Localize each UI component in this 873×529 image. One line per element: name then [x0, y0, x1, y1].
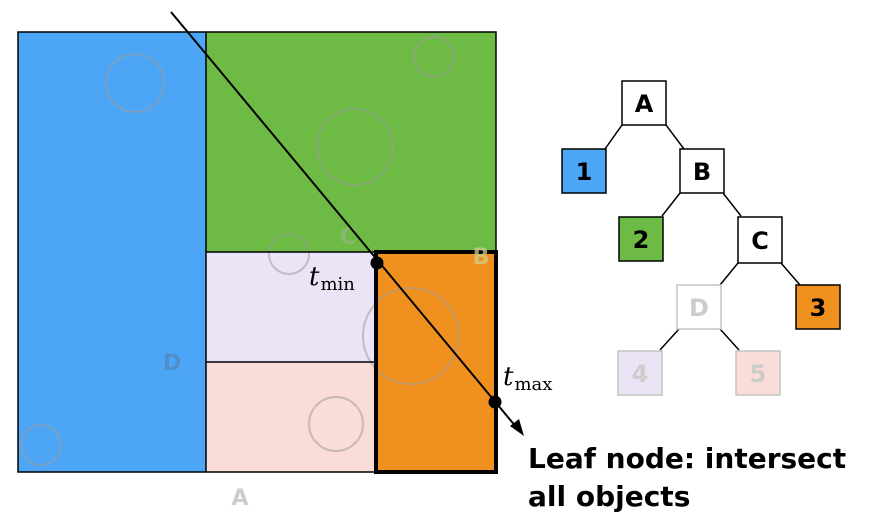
tree-node-3: 3 — [795, 284, 841, 330]
object-circle — [268, 233, 310, 275]
t-max-label: tmax — [503, 362, 552, 395]
tree-node-1-label: 1 — [576, 158, 593, 186]
caption: Leaf node: intersect all objects — [528, 442, 846, 513]
region-label-c: C — [340, 225, 356, 250]
region-3-orange — [376, 252, 496, 472]
caption-line-1: Leaf node: intersect — [528, 442, 846, 475]
tree-node-5: 5 — [735, 350, 781, 396]
tree-node-2-label: 2 — [633, 226, 650, 254]
ray-line — [170, 11, 518, 429]
spatial-partition: A B C D tmin tmax — [17, 11, 552, 511]
tree-node-b: B — [679, 148, 725, 194]
region-1-blue — [18, 32, 206, 472]
ray-arrowhead — [510, 419, 524, 436]
leaf-node-highlight-border — [374, 250, 498, 474]
object-circles — [20, 36, 460, 466]
region-label-a: A — [231, 486, 248, 511]
tree-node-1: 1 — [561, 148, 607, 194]
tree-node-4: 4 — [617, 350, 663, 396]
object-circle — [308, 396, 364, 452]
tree-node-5-label: 5 — [750, 360, 767, 388]
tree-node-2: 2 — [618, 216, 664, 262]
tree-node-3-label: 3 — [810, 294, 827, 322]
watermark-text: @稀土掘金技术社区 — [725, 492, 860, 510]
object-circle — [20, 424, 62, 466]
tree-node-a-label: A — [635, 90, 654, 118]
tree-node-a: A — [621, 80, 667, 126]
tree-edges — [604, 124, 801, 351]
tree-node-d-label: D — [689, 294, 709, 322]
tree-node-4-label: 4 — [632, 360, 649, 388]
region-5-pink — [206, 362, 376, 472]
region-borders — [17, 31, 498, 474]
t-min-label: tmin — [309, 262, 355, 295]
region-4-lavender — [206, 252, 376, 362]
bvh-tree: A 1 B 2 C D 3 4 — [561, 80, 841, 396]
object-circle — [413, 36, 455, 78]
region-2-green — [206, 32, 496, 252]
object-circle — [362, 287, 460, 385]
tree-node-d: D — [676, 284, 722, 330]
tree-node-b-label: B — [693, 158, 711, 186]
object-circle — [105, 53, 165, 113]
tree-node-c: C — [737, 216, 783, 264]
t-min-point — [370, 256, 384, 270]
object-circle — [316, 108, 394, 186]
region-label-b: B — [473, 245, 490, 270]
caption-line-2: all objects — [528, 480, 690, 513]
tree-node-c-label: C — [751, 227, 769, 255]
region-label-d: D — [163, 351, 181, 376]
ray — [170, 11, 524, 436]
t-max-point — [488, 395, 502, 409]
